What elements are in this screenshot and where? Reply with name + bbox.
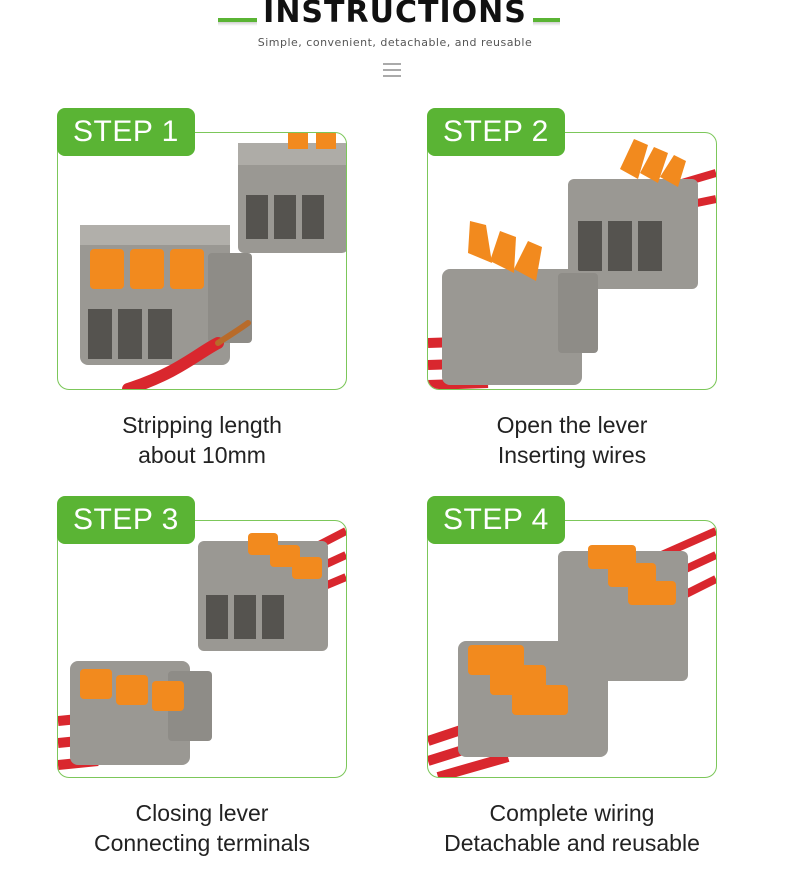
open-lever-insert-wires-illustration — [428, 139, 716, 389]
step-3-caption-line1: Closing lever — [135, 800, 269, 826]
step-4-caption-line2: Detachable and reusable — [444, 830, 700, 856]
step-1-badge: STEP 1 — [57, 108, 195, 156]
step-2-badge: STEP 2 — [427, 108, 565, 156]
page-title-text: INSTRUCTIONS — [257, 0, 533, 30]
step-3-image — [57, 520, 347, 778]
page-subtitle: Simple, convenient, detachable, and reus… — [257, 36, 533, 49]
step-1-caption-line2: about 10mm — [138, 442, 266, 468]
step-2-caption-line1: Open the lever — [496, 412, 648, 438]
step-1-image — [57, 132, 347, 390]
page-title: INSTRUCTIONS — [0, 0, 790, 30]
step-2-caption-line2: Inserting wires — [497, 442, 647, 468]
step-3-caption: Closing lever Connecting terminals — [17, 798, 387, 858]
complete-wiring-illustration — [428, 527, 716, 777]
step-3-caption-line2: Connecting terminals — [93, 830, 311, 856]
header: INSTRUCTIONS Simple, convenient, detacha… — [0, 0, 790, 90]
step-4-image — [427, 520, 717, 778]
step-4-caption: Complete wiring Detachable and reusable — [387, 798, 757, 858]
step-2-image — [427, 132, 717, 390]
step-3-badge: STEP 3 — [57, 496, 195, 544]
step-4-badge: STEP 4 — [427, 496, 565, 544]
menu-icon[interactable] — [383, 63, 401, 79]
connector-stripped-wire-illustration — [80, 133, 346, 389]
step-1-caption: Stripping length about 10mm — [17, 410, 387, 470]
step-4-caption-line1: Complete wiring — [489, 800, 655, 826]
step-2-caption: Open the lever Inserting wires — [387, 410, 757, 470]
step-1-caption-line1: Stripping length — [122, 412, 282, 438]
closed-lever-connecting-illustration — [58, 527, 346, 770]
